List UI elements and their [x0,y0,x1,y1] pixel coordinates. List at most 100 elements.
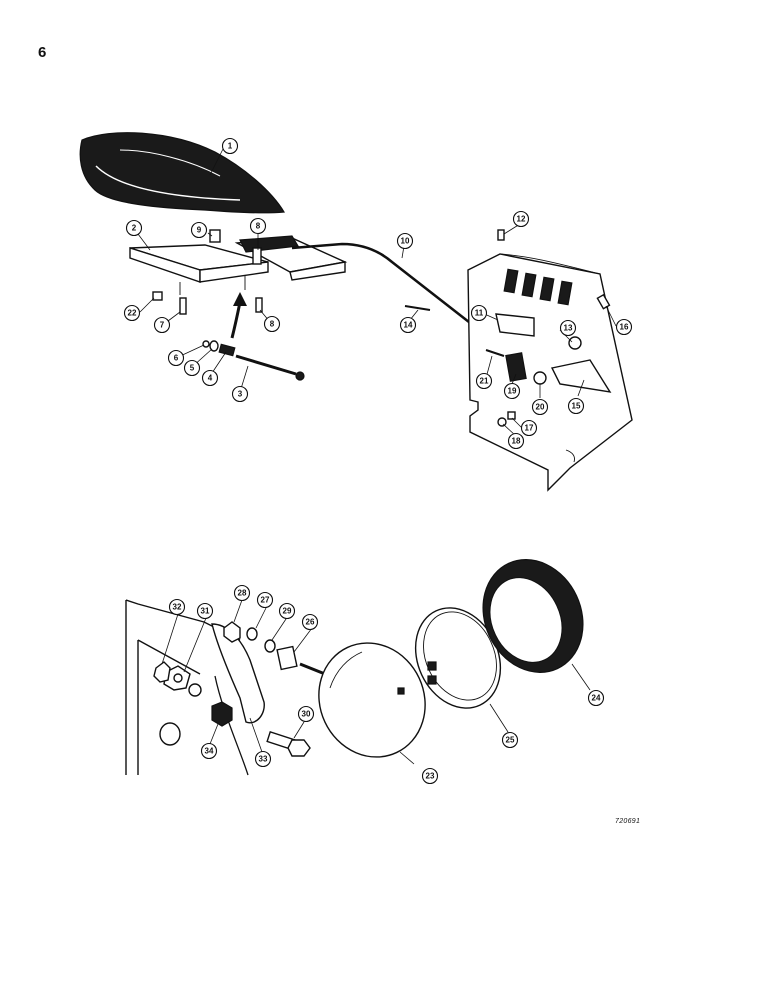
svg-text:22: 22 [128,309,137,318]
curved-arrow-up-icon [230,292,247,339]
nut-28 [223,621,241,643]
svg-text:10: 10 [401,237,410,246]
seat-rod-3 [235,354,305,381]
svg-text:11: 11 [475,309,484,318]
svg-text:4: 4 [208,374,213,383]
nut-32 [153,661,171,683]
stud-8 [252,247,262,265]
bolt-7 [179,297,187,315]
washer-27 [246,627,258,641]
callout-11: 11 [470,304,488,322]
svg-text:20: 20 [536,403,545,412]
callout-17: 17 [520,419,538,437]
callout-33: 33 [254,750,272,768]
stud-9 [209,229,221,243]
svg-text:32: 32 [173,603,182,612]
svg-text:13: 13 [564,324,573,333]
callout-20: 20 [531,398,549,416]
svg-text:19: 19 [508,387,517,396]
svg-text:31: 31 [201,607,210,616]
retaining-ring-24 [482,559,584,673]
callout-5: 5 [183,359,201,377]
callout-4: 4 [201,369,219,387]
pin-14 [404,305,431,311]
svg-text:1: 1 [228,142,233,151]
seat-bracket [234,235,348,281]
callout-16: 16 [615,318,633,336]
callout-1: 1 [221,137,239,155]
callout-28: 28 [233,584,251,602]
svg-text:8: 8 [256,222,261,231]
callout-34: 34 [200,742,218,760]
nut-17 [507,411,516,420]
svg-text:28: 28 [238,589,247,598]
svg-text:12: 12 [517,215,526,224]
callout-10: 10 [396,232,414,250]
svg-text:15: 15 [572,402,581,411]
svg-text:24: 24 [592,694,601,703]
callout-12: 12 [512,210,530,228]
washer-18 [497,417,507,427]
lever-15 [550,359,612,393]
seat [79,132,286,214]
callout-32: 32 [168,598,186,616]
svg-text:30: 30 [302,710,311,719]
light-mount-bracket-frame [125,599,249,776]
bolt-12 [497,229,505,241]
callout-23: 23 [421,767,439,785]
callout-3: 3 [231,385,249,403]
adjusting-rod-10 [291,242,493,341]
drawing-reference-number: 720691 [615,818,641,825]
callout-8-lower: 8 [263,315,281,333]
svg-text:34: 34 [205,747,214,756]
callout-19: 19 [503,382,521,400]
svg-text:3: 3 [238,390,243,399]
svg-text:5: 5 [190,364,195,373]
svg-text:9: 9 [197,226,202,235]
spring-19 [505,352,527,382]
svg-text:6: 6 [174,354,179,363]
svg-text:27: 27 [261,596,270,605]
nut-34 [211,701,233,727]
svg-text:26: 26 [306,618,315,627]
callout-13: 13 [559,319,577,337]
pin-6b [202,340,210,348]
callout-27: 27 [256,591,274,609]
svg-text:33: 33 [259,755,268,764]
callout-6-lower: 6 [167,349,185,367]
svg-text:23: 23 [426,772,435,781]
svg-text:2: 2 [132,224,137,233]
callout-31: 31 [196,602,214,620]
page-number: 6 [38,44,47,61]
bolt-31 [163,665,191,691]
washer-13 [568,336,582,350]
svg-text:14: 14 [404,321,413,330]
callout-26: 26 [301,613,319,631]
seat-mounting-plate [129,244,269,295]
svg-text:18: 18 [512,437,521,446]
callout-7: 7 [153,316,171,334]
svg-text:21: 21 [480,377,489,386]
spacer-26 [276,645,298,671]
svg-text:8: 8 [270,320,275,329]
callout-30: 30 [297,705,315,723]
washer-20 [533,371,547,385]
callout-9: 9 [190,221,208,239]
clamp-11 [495,313,535,337]
light-housing-23 [299,642,426,758]
callout-15: 15 [567,397,585,415]
callout-25: 25 [501,731,519,749]
svg-text:17: 17 [525,424,534,433]
bolt-30 [266,731,311,757]
callout-29: 29 [278,602,296,620]
svg-text:7: 7 [160,321,165,330]
svg-text:29: 29 [283,607,292,616]
callout-2: 2 [125,219,143,237]
washer-5 [209,340,219,352]
seat-support-plate [467,253,633,492]
callout-21: 21 [475,372,493,390]
pin-21 [485,349,505,357]
washer-29 [264,639,276,653]
callout-8-upper: 8 [249,217,267,235]
